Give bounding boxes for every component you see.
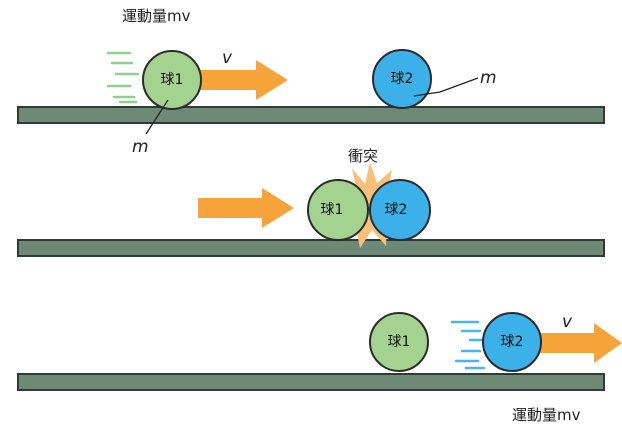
ball1-moving <box>142 50 202 110</box>
ball1-label: 球1 <box>388 334 411 350</box>
scene-after-collision: 球1 球2 v 運動量mv <box>17 312 622 424</box>
mass-leader-ball2 <box>413 77 479 97</box>
velocity-label-top: v <box>222 48 233 68</box>
track-2 <box>17 239 605 257</box>
ball1-stopped <box>369 312 429 372</box>
mass-label-ball1: m <box>132 137 149 157</box>
collision-label: 衝突 <box>348 147 378 165</box>
speed-lines-ball1 <box>106 51 140 104</box>
ball1-label: 球1 <box>321 202 344 218</box>
ball2-label: 球2 <box>501 334 524 350</box>
mass-leader-ball1 <box>145 99 169 135</box>
momentum-label-bottom: 運動量mv <box>512 406 581 424</box>
velocity-arrow-2 <box>198 188 294 228</box>
track-3 <box>17 373 605 391</box>
mass-label-ball2: m <box>480 68 497 88</box>
velocity-arrow-3 <box>530 323 622 363</box>
speed-lines-ball2 <box>450 320 488 370</box>
momentum-label-top: 運動量mv <box>122 7 191 25</box>
ball2-label: 球2 <box>385 202 408 218</box>
ball1-colliding <box>307 179 369 241</box>
velocity-arrow-1 <box>192 60 288 100</box>
velocity-label-bottom: v <box>562 312 573 332</box>
ball2-label: 球2 <box>391 71 414 87</box>
ball2-colliding <box>369 179 431 241</box>
ball2-at-rest <box>372 49 432 109</box>
scene-before-collision: 球1 球2 運動量mv v m m <box>17 7 605 157</box>
scene-collision: 球1 球2 衝突 <box>17 147 605 257</box>
ball1-label: 球1 <box>161 72 184 88</box>
ball2-moving <box>482 312 542 372</box>
track-1 <box>17 106 605 124</box>
